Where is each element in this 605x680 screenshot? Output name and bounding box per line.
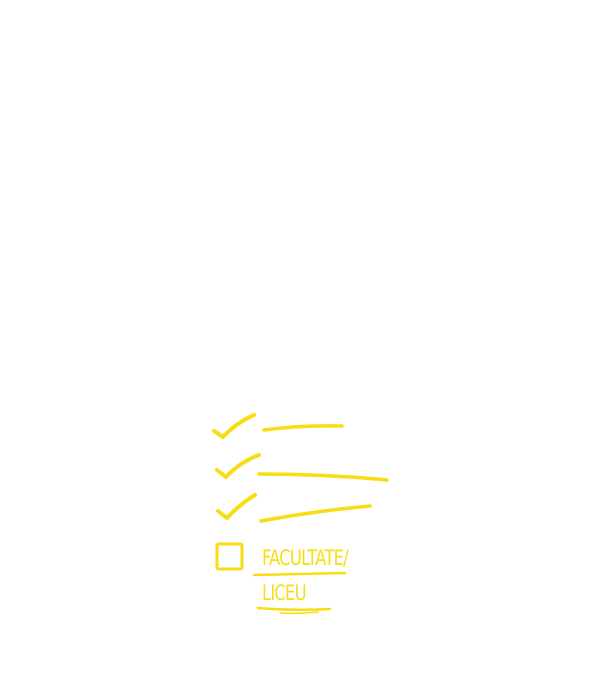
- checklist-item-1: [212, 413, 344, 439]
- checklist-item-4-label-line1: FACULTATE/: [262, 546, 349, 570]
- checklist-item-4: [215, 542, 347, 615]
- empty-checkbox-icon: [215, 542, 244, 571]
- label-underline: [252, 571, 347, 577]
- checklist-item-3: [216, 493, 372, 523]
- checkmark-icon: [215, 453, 261, 479]
- placeholder-line: [262, 424, 344, 432]
- placeholder-line: [259, 504, 372, 523]
- label-underline: [256, 606, 332, 612]
- checklist-item-4-label-line2: LICEU: [262, 581, 307, 605]
- checkmark-icon: [212, 413, 256, 439]
- checkmark-icon: [216, 493, 257, 520]
- checklist-item-2: [215, 453, 389, 482]
- placeholder-line: [257, 472, 389, 482]
- label-underline: [279, 611, 319, 615]
